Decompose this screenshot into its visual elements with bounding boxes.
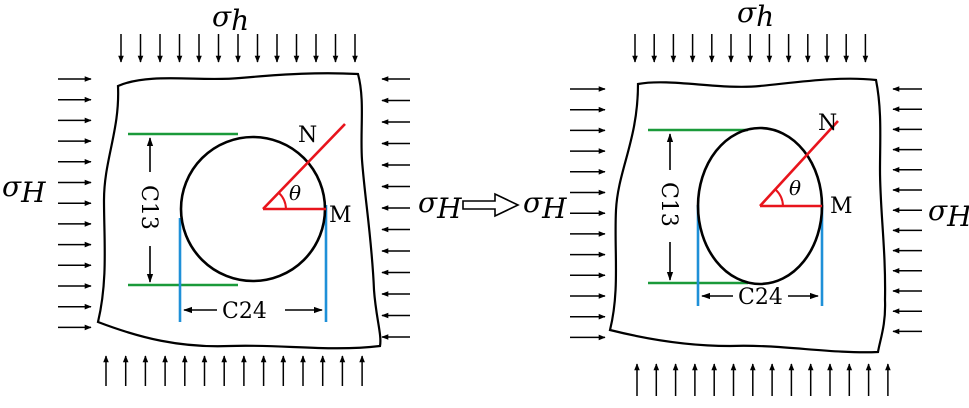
sigma-h-top-label-right: σh	[737, 0, 774, 33]
transition-group: σH σH	[418, 186, 567, 225]
load-arrows-right-right	[892, 86, 922, 335]
dim-c13-label: C13	[136, 185, 161, 230]
sigma-h-top-label: σh	[212, 0, 249, 37]
sigma-H-middle-left-label: σH	[418, 186, 462, 225]
load-arrows-top-right	[632, 34, 869, 63]
load-arrows-top	[118, 34, 358, 63]
theta-arc	[278, 192, 287, 210]
sigma-H-left-label: σH	[2, 170, 46, 209]
hollow-arrow-right-icon	[462, 192, 520, 218]
load-arrows-bottom	[103, 355, 365, 386]
radius-n	[262, 123, 346, 210]
load-arrows-bottom-right	[634, 363, 891, 396]
point-m-label-right: M	[830, 194, 853, 219]
dim-c24-label: C24	[222, 299, 267, 324]
point-m-label: M	[329, 203, 352, 228]
load-arrows-right	[381, 76, 410, 340]
rock-body-outline	[96, 72, 382, 350]
point-n-label-right: N	[818, 111, 837, 136]
dim-c13-label-right: C13	[656, 182, 681, 227]
panel-initial: σh σH C13 C24 θ N M	[2, 0, 410, 386]
load-arrows-left	[58, 76, 92, 331]
sigma-H-middle-right-label: σH	[523, 186, 567, 225]
panel-deformed: σh σH C13 C24 θ N M	[570, 0, 969, 396]
load-arrows-left-right	[570, 86, 606, 341]
sigma-H-right-label: σH	[928, 194, 969, 233]
rock-body-outline-deformed	[608, 77, 887, 354]
theta-arc-right	[775, 189, 784, 207]
radius-n-right	[759, 120, 839, 207]
theta-label-right: θ	[789, 176, 801, 200]
point-n-label: N	[298, 123, 317, 148]
dim-c24-label-right: C24	[738, 285, 783, 310]
theta-label: θ	[289, 181, 301, 205]
